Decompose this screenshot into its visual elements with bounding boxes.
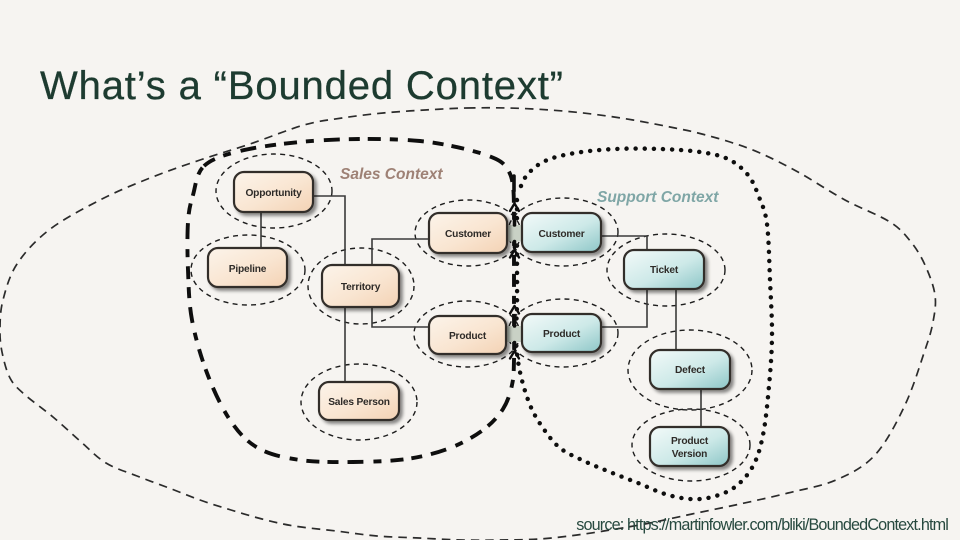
svg-text:Ticket: Ticket [650, 265, 679, 276]
svg-text:Version: Version [672, 449, 707, 460]
svg-text:Support Context: Support Context [597, 189, 719, 206]
svg-text:Product: Product [449, 331, 487, 342]
svg-text:Sales Person: Sales Person [328, 397, 390, 408]
svg-text:Product: Product [543, 329, 581, 340]
svg-text:Opportunity: Opportunity [245, 188, 302, 199]
svg-text:Defect: Defect [675, 365, 706, 376]
svg-text:Sales Context: Sales Context [340, 166, 443, 183]
svg-text:Territory: Territory [341, 282, 381, 293]
svg-text:Customer: Customer [539, 229, 585, 240]
svg-text:Product: Product [671, 436, 709, 447]
svg-text:Customer: Customer [445, 229, 491, 240]
svg-text:Pipeline: Pipeline [229, 264, 267, 275]
